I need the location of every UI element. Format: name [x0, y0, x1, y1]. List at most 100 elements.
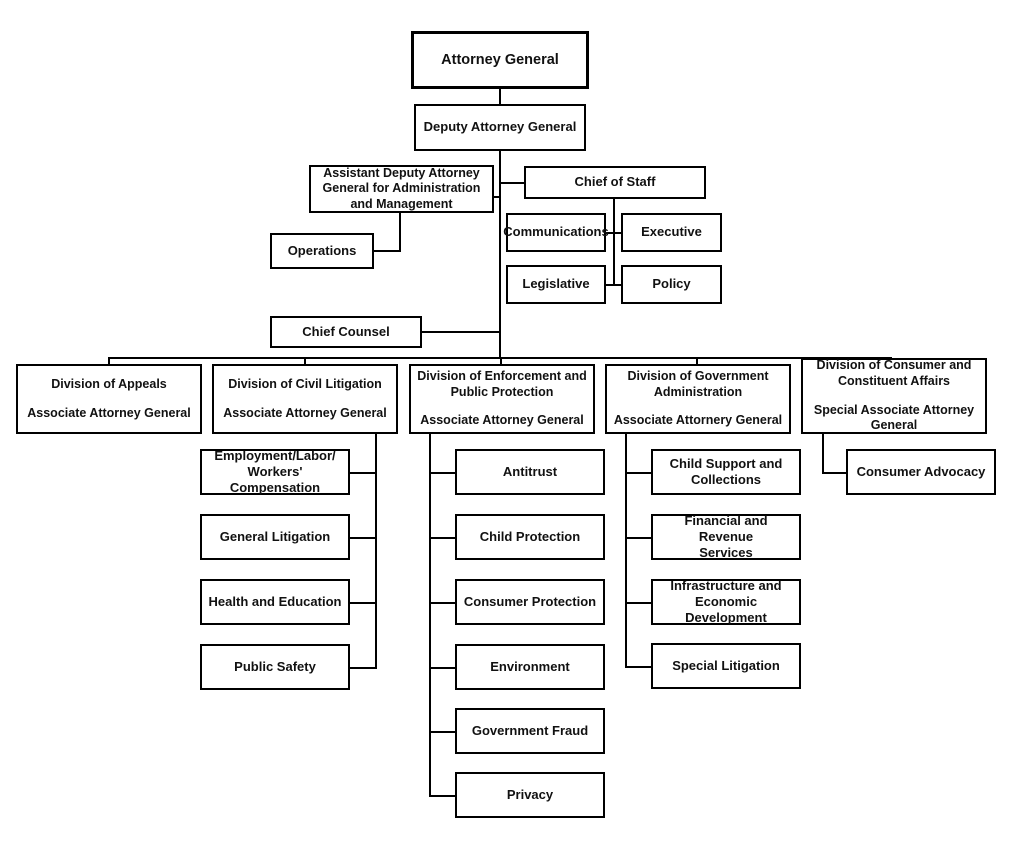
- division-role: Special Associate Attorney General: [813, 402, 975, 433]
- node-chief-of-staff[interactable]: Chief of Staff: [524, 166, 706, 199]
- node-label: Child Protection: [479, 528, 581, 544]
- connector-enforcement-child-3: [429, 602, 457, 604]
- node-division-civil-litigation[interactable]: Division of Civil Litigation Associate A…: [212, 364, 398, 434]
- node-unit-consumer-advocacy[interactable]: Consumer Advocacy: [846, 449, 996, 495]
- node-label: Environment: [490, 658, 570, 674]
- node-label: Communications: [503, 224, 609, 240]
- node-label: Deputy Attorney General: [423, 119, 577, 135]
- node-label: Consumer Protection: [463, 593, 597, 609]
- node-label: Chief Counsel: [302, 323, 390, 339]
- node-division-government-administration[interactable]: Division of Government Administration As…: [605, 364, 791, 434]
- connector-govadmin-child-3: [625, 602, 653, 604]
- connector-cos-to-executive: [613, 232, 622, 234]
- division-name: Division of Enforcement and Public Prote…: [417, 369, 587, 399]
- node-label: Public Safety: [234, 658, 316, 674]
- node-unit-general-litigation[interactable]: General Litigation: [200, 514, 350, 560]
- connector-cos-spine: [613, 198, 615, 285]
- connector-dag-to-adag: [492, 196, 501, 198]
- node-unit-consumer-protection[interactable]: Consumer Protection: [455, 579, 605, 625]
- node-label: Chief of Staff: [574, 174, 656, 190]
- connector-bus-drop-govadmin: [696, 357, 698, 365]
- node-assistant-deputy-attorney-general[interactable]: Assistant Deputy Attorney General for Ad…: [309, 165, 494, 213]
- node-legislative[interactable]: Legislative: [506, 265, 606, 304]
- node-unit-special-litigation[interactable]: Special Litigation: [651, 643, 801, 689]
- node-chief-counsel[interactable]: Chief Counsel: [270, 316, 422, 348]
- node-label: Legislative: [522, 276, 590, 292]
- division-name: Division of Civil Litigation: [228, 376, 382, 391]
- division-name: Division of Government Administration: [627, 369, 769, 399]
- node-executive[interactable]: Executive: [621, 213, 722, 252]
- node-division-consumer-constituent-affairs[interactable]: Division of Consumer and Constituent Aff…: [801, 358, 987, 434]
- connector-bus-drop-civil: [304, 357, 306, 365]
- node-label-line-2: General for Administration: [322, 181, 481, 196]
- node-label: Government Fraud: [471, 722, 589, 738]
- node-label: Financial and Revenue Services: [684, 512, 768, 561]
- node-label: Antitrust: [502, 463, 558, 479]
- node-label-line-3: and Management: [350, 196, 453, 211]
- connector-govadmin-child-2: [625, 537, 653, 539]
- node-policy[interactable]: Policy: [621, 265, 722, 304]
- connector-govadmin-child-1: [625, 472, 653, 474]
- node-label: Special Litigation: [672, 657, 780, 673]
- division-role: Associate Attorney General: [223, 405, 387, 420]
- node-label: Child Support and Collections: [669, 455, 783, 487]
- node-attorney-general[interactable]: Attorney General: [411, 31, 589, 89]
- connector-cos-to-policy: [613, 284, 622, 286]
- connector-ag-to-dag: [499, 88, 501, 106]
- connector-civil-child-4: [349, 667, 377, 669]
- connector-main-trunk: [499, 150, 501, 358]
- connector-cos-to-legislative: [605, 284, 615, 286]
- node-label: Infrastructure and Economic Development: [670, 577, 782, 626]
- node-label: Policy: [652, 276, 691, 292]
- division-role: Associate Attornery General: [613, 413, 783, 428]
- node-unit-child-support-and-collections[interactable]: Child Support and Collections: [651, 449, 801, 495]
- node-label: Privacy: [506, 786, 554, 802]
- connector-consumer-child-1: [822, 472, 848, 474]
- node-unit-employment-labor-workers-compensation[interactable]: Employment/Labor/ Workers' Compensation: [200, 447, 350, 496]
- division-role: Associate Attorney General: [27, 405, 191, 420]
- node-label: General Litigation: [219, 528, 331, 544]
- node-unit-environment[interactable]: Environment: [455, 644, 605, 690]
- connector-civil-child-2: [349, 537, 377, 539]
- node-unit-privacy[interactable]: Privacy: [455, 772, 605, 818]
- connector-adag-to-operations-v: [399, 212, 401, 252]
- node-unit-antitrust[interactable]: Antitrust: [455, 449, 605, 495]
- connector-enforcement-child-6: [429, 795, 457, 797]
- connector-enforcement-child-4: [429, 667, 457, 669]
- connector-govadmin-spine: [625, 434, 627, 667]
- node-label: Employment/Labor/ Workers' Compensation: [214, 447, 336, 496]
- connector-dag-to-chief-of-staff: [499, 182, 524, 184]
- division-name: Division of Appeals: [51, 376, 167, 391]
- connector-civil-child-3: [349, 602, 377, 604]
- division-role: Associate Attorney General: [420, 413, 584, 428]
- division-name: Division of Consumer and Constituent Aff…: [816, 358, 972, 388]
- node-unit-infrastructure-and-economic-development[interactable]: Infrastructure and Economic Development: [651, 577, 801, 626]
- node-unit-government-fraud[interactable]: Government Fraud: [455, 708, 605, 754]
- connector-enforcement-child-5: [429, 731, 457, 733]
- connector-bus-drop-enforcement: [500, 357, 502, 365]
- node-label: Executive: [641, 224, 702, 240]
- node-label-line-1: Assistant Deputy Attorney: [323, 165, 480, 180]
- connector-consumer-spine: [822, 434, 824, 473]
- node-communications[interactable]: Communications: [503, 213, 609, 252]
- node-unit-health-and-education[interactable]: Health and Education: [200, 579, 350, 625]
- connector-civil-child-1: [349, 472, 377, 474]
- connector-cos-to-communications: [605, 232, 615, 234]
- node-label: Consumer Advocacy: [856, 463, 986, 479]
- connector-govadmin-child-4: [625, 666, 653, 668]
- node-label: Health and Education: [208, 593, 342, 609]
- node-operations[interactable]: Operations: [270, 233, 374, 269]
- connector-enforcement-spine: [429, 434, 431, 796]
- node-deputy-attorney-general[interactable]: Deputy Attorney General: [414, 104, 586, 151]
- node-division-enforcement[interactable]: Division of Enforcement and Public Prote…: [409, 364, 595, 434]
- node-unit-financial-and-revenue-services[interactable]: Financial and Revenue Services: [651, 512, 801, 561]
- connector-enforcement-child-2: [429, 537, 457, 539]
- node-unit-public-safety[interactable]: Public Safety: [200, 644, 350, 690]
- connector-dag-to-chief-counsel: [422, 331, 501, 333]
- node-label: Attorney General: [441, 51, 559, 68]
- node-division-appeals[interactable]: Division of Appeals Associate Attorney G…: [16, 364, 202, 434]
- connector-civil-spine: [375, 434, 377, 669]
- connector-bus-drop-appeals: [108, 357, 110, 365]
- node-unit-child-protection[interactable]: Child Protection: [455, 514, 605, 560]
